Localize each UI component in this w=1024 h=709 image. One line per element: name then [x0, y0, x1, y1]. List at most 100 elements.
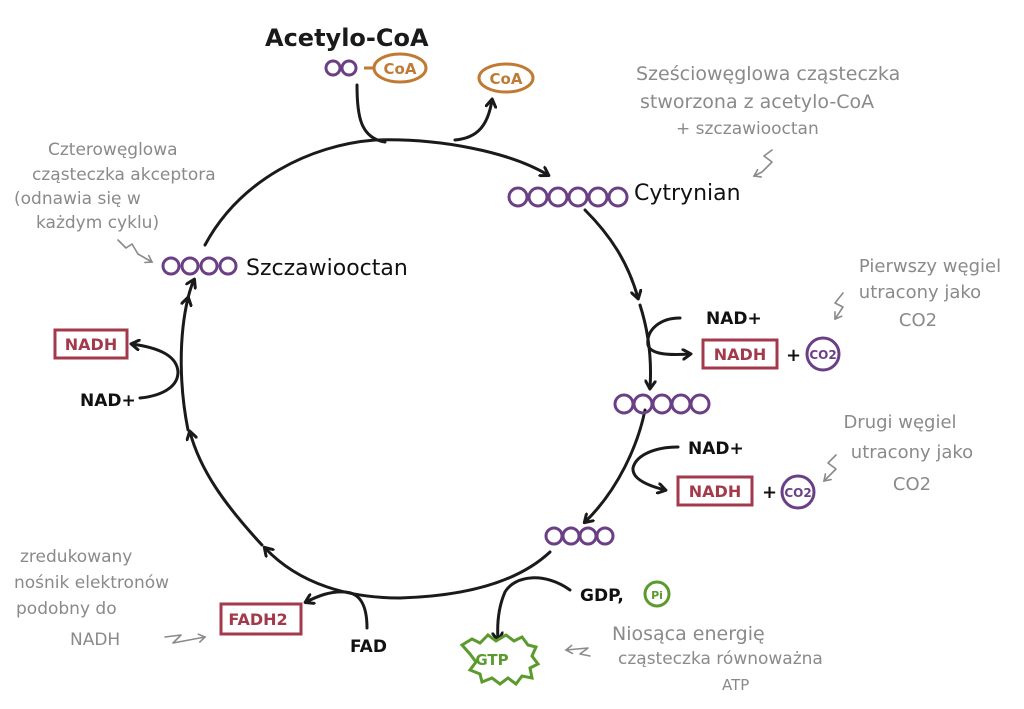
oxaloacetate-label: Szczawiooctan: [246, 256, 408, 281]
step4-fadh2-box: [219, 602, 303, 636]
step2-co2-label: CO2: [784, 486, 811, 500]
step5-branch-arrow: [132, 344, 180, 400]
cycle-arc-right-1: [583, 208, 638, 298]
step2-plus: +: [762, 482, 777, 503]
cycle-ring: [179, 138, 650, 600]
cycle-arc-right-3: [585, 408, 647, 522]
fadh2-note-line-1: zredukowany: [20, 547, 132, 567]
step4-fad-label: FAD: [350, 637, 387, 657]
cycle-arc-top-left: [203, 138, 377, 247]
citrate-note-arrow: [752, 149, 773, 178]
step2-nad-plus: NAD+: [688, 439, 744, 459]
carbon-atom: [544, 526, 564, 546]
step2-nadh-box: [676, 475, 754, 507]
citrate-note-line-1: Sześciowęglowa cząsteczka: [636, 63, 900, 85]
acetyl-coa-carbons: [324, 59, 358, 77]
step2-branch-arrow: [631, 445, 680, 490]
step4-fadh2-label: FADH2: [228, 610, 287, 629]
co2-first-arrow: [834, 292, 844, 321]
carbon-atom: [567, 186, 589, 208]
oxa-note-line-1: Czterowęglowa: [48, 140, 178, 160]
oxa-note-line-4: każdym cyklu): [36, 213, 159, 233]
coa-tag-label: CoA: [384, 60, 417, 78]
step5-nadh-label: NADH: [65, 335, 117, 354]
co2-first-line-1: Pierwszy węgiel: [859, 256, 1001, 277]
fadh2-note-line-2: nośnik elektronów: [14, 573, 169, 593]
oxaloacetate-carbons: [161, 256, 238, 276]
carbon-atom: [651, 393, 673, 415]
step2-co2-circle: [780, 474, 816, 510]
step3-pi-circle: [643, 580, 671, 608]
step4-branch-arrow: [306, 590, 369, 630]
oxaloacetate-note: Czterowęglowa cząsteczka akceptora (odna…: [14, 140, 216, 264]
coa-release-arrow: [453, 100, 492, 142]
citrate-note-line-3: + szczawiooctan: [676, 119, 819, 139]
cycle-arc-bottom-1: [398, 550, 552, 600]
five-carbon-intermediate: [613, 393, 711, 415]
carbon-atom: [587, 186, 609, 208]
carbon-atom: [527, 186, 549, 208]
cycle-arc-left-2: [179, 298, 188, 432]
carbon-atom: [199, 256, 219, 276]
fadh2-note-line-4: NADH: [70, 630, 120, 650]
acetyl-coa-label: Acetylo-CoA: [265, 24, 429, 52]
carbon-atom: [632, 393, 654, 415]
step3-pi-label: Pi: [651, 589, 663, 602]
gtp-starburst: [459, 633, 541, 687]
cycle-arc-left-3: [188, 280, 194, 300]
co2-first-line-2: utracony jako: [859, 282, 981, 303]
gtp-note-line-2: cząsteczka równoważna: [618, 649, 823, 669]
co2-second-arrow: [822, 454, 837, 483]
citrate-note-line-2: stworzona z acetylo-CoA: [640, 91, 874, 113]
step1-plus: +: [786, 345, 801, 366]
carbon-atom: [607, 186, 629, 208]
cycle-arc-left-1: [190, 432, 264, 547]
step3-branch-arrow: [498, 576, 572, 640]
oxa-note-line-3: (odnawia się w: [14, 189, 141, 209]
co2-first-line-3: CO2: [899, 310, 937, 331]
step2-nadh-label: NADH: [689, 482, 741, 501]
step1-co2-circle: [805, 336, 841, 372]
carbon-atom: [218, 256, 238, 276]
carbon-atom: [180, 256, 200, 276]
step5-nad-plus: NAD+: [80, 391, 136, 411]
co2-second-line-1: Drugi węgiel: [843, 412, 956, 433]
released-coa-label: CoA: [490, 70, 523, 88]
citrate-note: Sześciowęglowa cząsteczka stworzona z ac…: [636, 63, 900, 178]
cycle-arc-top: [373, 138, 548, 175]
citrate-carbons: [507, 186, 629, 208]
carbon-atom: [561, 526, 581, 546]
step3-gdp-label: GDP,: [580, 586, 624, 606]
four-carbon-intermediate: [544, 526, 615, 546]
citrate-label: Cytrynian: [634, 181, 741, 206]
released-coa-oval: [477, 62, 535, 94]
acetyl-entry-line: [355, 83, 387, 144]
step1-nad-plus: NAD+: [706, 309, 762, 329]
carbon-atom: [161, 256, 181, 276]
gtp-note-line-3: ATP: [722, 676, 749, 694]
fadh2-note: zredukowany nośnik elektronów podobny do…: [14, 547, 207, 650]
step5-nadh-box: [53, 328, 129, 360]
gtp-note: Niosąca energię cząsteczka równoważna AT…: [564, 623, 823, 694]
step1-nadh-label: NADH: [714, 345, 766, 364]
coa-tag-oval: [372, 52, 428, 84]
carbon-atom: [613, 393, 635, 415]
step1-nadh-box: [701, 338, 779, 370]
step1-co2-label: CO2: [809, 348, 836, 362]
carbon-atom: [547, 186, 569, 208]
carbon-atom: [340, 59, 358, 77]
gtp-label: GTP: [475, 651, 508, 669]
carbon-atom: [595, 526, 615, 546]
fadh2-note-line-3: podobny do: [16, 599, 117, 619]
carbon-atom: [670, 393, 692, 415]
oxa-note-arrow: [117, 239, 154, 264]
fadh2-note-arrow: [164, 633, 207, 644]
gtp-note-arrow: [564, 644, 591, 657]
co2-second-line-3: CO2: [893, 474, 931, 495]
cycle-arc-bottom-2: [265, 548, 402, 600]
carbon-atom: [324, 59, 342, 77]
carbon-atom: [689, 393, 711, 415]
step1-branch-arrow: [646, 316, 690, 355]
gtp-note-line-1: Niosąca energię: [612, 623, 765, 645]
